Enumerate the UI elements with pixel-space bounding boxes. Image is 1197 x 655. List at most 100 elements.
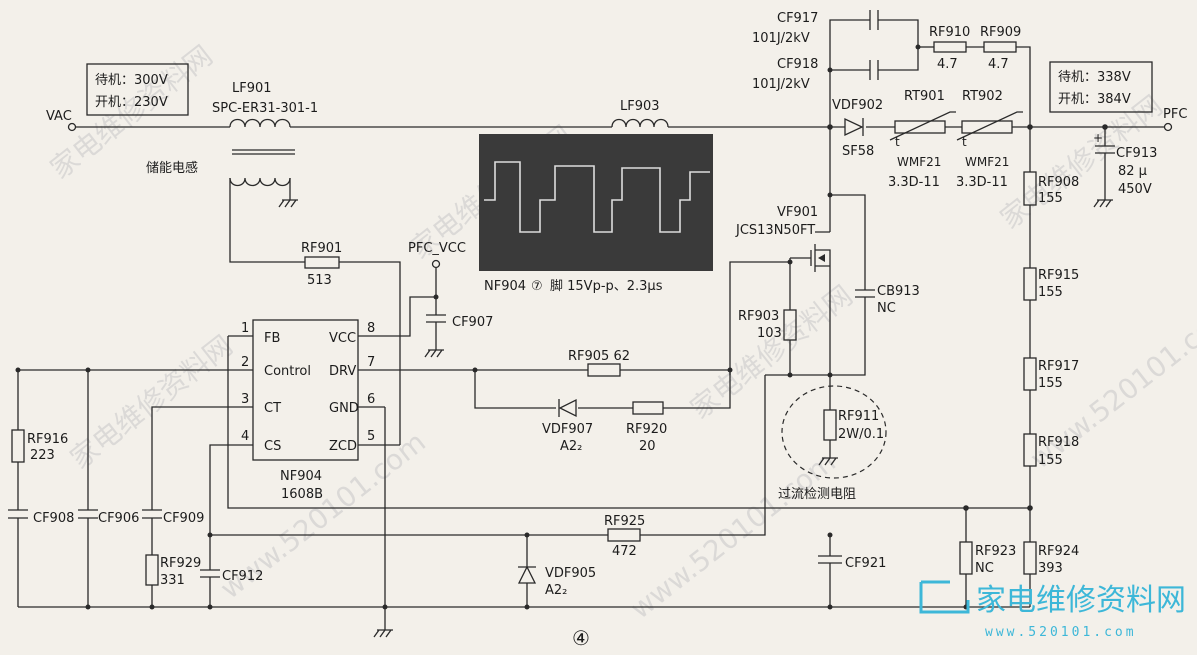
ic-part: 1608B bbox=[281, 487, 323, 502]
rt901-ref: RT901 bbox=[904, 89, 945, 104]
figure-number: ④ bbox=[572, 626, 590, 650]
rf916-ref: RF916 bbox=[27, 432, 68, 447]
rf917-value: 155 bbox=[1038, 376, 1063, 391]
cf909-ref: CF909 bbox=[163, 511, 204, 526]
vdf905-ref: VDF905 bbox=[545, 566, 596, 581]
cf921-ref: CF921 bbox=[845, 556, 886, 571]
cf913-ref: CF913 bbox=[1116, 146, 1157, 161]
cb913-capacitor: CB913 NC bbox=[830, 284, 920, 376]
rf908-value: 155 bbox=[1038, 191, 1063, 206]
left-voltage-box: 待机：300V 开机：230V bbox=[86, 63, 189, 116]
gate-drive-network: RF905 62 VDF907 A2₂ RF920 20 bbox=[470, 349, 733, 454]
ic-pin-name: FB bbox=[264, 331, 280, 346]
rt901-value2: 3.3D-11 bbox=[888, 175, 940, 190]
rf920-ref: RF920 bbox=[626, 422, 667, 437]
vdf902-ref: VDF902 bbox=[832, 98, 883, 113]
rf903-ref: RF903 bbox=[738, 309, 779, 324]
rf909-value: 4.7 bbox=[988, 57, 1009, 72]
ic-pin-num: 5 bbox=[367, 429, 375, 444]
cf913-value: 82 μ bbox=[1118, 164, 1147, 179]
rt902-value: WMF21 bbox=[965, 155, 1009, 169]
ic-pin-name: CS bbox=[264, 439, 281, 454]
rf918-ref: RF918 bbox=[1038, 435, 1079, 450]
cf917-ref: CF917 bbox=[777, 11, 818, 26]
vf901-value: JCS13N50FT bbox=[735, 223, 815, 238]
rf911-sense-resistor: RF911 2W/0.1 过流检测电阻 bbox=[765, 374, 887, 502]
watermark-text: 家电维修资料网 bbox=[994, 89, 1169, 236]
ic-pin-name: VCC bbox=[329, 331, 356, 346]
ic-pin-num: 8 bbox=[367, 321, 375, 336]
left-box-standby: 待机：300V bbox=[95, 73, 168, 88]
ic-pin-name: CT bbox=[264, 401, 281, 416]
cf907-ref: CF907 bbox=[452, 315, 493, 330]
svg-text:+: + bbox=[1093, 131, 1103, 145]
rf924-ref: RF924 bbox=[1038, 544, 1079, 559]
storage-inductor-label: 储能电感 bbox=[146, 160, 198, 176]
rf925-value: 472 bbox=[612, 544, 637, 559]
top-rail: VAC PFC bbox=[46, 107, 1187, 132]
lf901-ref: LF901 bbox=[232, 81, 272, 96]
lf901-inductor: LF901 SPC-ER31-301-1 储能电感 bbox=[146, 81, 318, 263]
rf901-resistor: RF901 513 bbox=[301, 241, 401, 445]
rf923-resistor: RF923 NC bbox=[959, 505, 1016, 607]
scope-caption-ref: NF904 bbox=[484, 279, 526, 294]
rf917-ref: RF917 bbox=[1038, 359, 1079, 374]
rf915-value: 155 bbox=[1038, 285, 1063, 300]
vdf902-value: SF58 bbox=[842, 144, 874, 159]
ic-pin-num: 1 bbox=[241, 321, 249, 336]
scope-caption-rest: 脚 15Vp-p、2.3μs bbox=[550, 278, 663, 294]
svg-text:t: t bbox=[895, 135, 900, 149]
ic-pin-name: DRV bbox=[329, 364, 356, 379]
ic-pin-num: 2 bbox=[241, 355, 249, 370]
rf911-ref: RF911 bbox=[838, 409, 879, 424]
rt902-thermistor: t RT902 WMF21 3.3D-11 bbox=[956, 89, 1023, 190]
vf901-mosfet: VF901 JCS13N50FT bbox=[729, 127, 866, 375]
vdf907-ref: VDF907 bbox=[542, 422, 593, 437]
right-voltage-box: 待机：338V 开机：384V bbox=[1049, 61, 1153, 113]
rf916-value: 223 bbox=[30, 448, 55, 463]
compensation-network: RF916 223 CF908 CF906 CF909 RF929 331 CF… bbox=[8, 367, 263, 607]
rf924-value: 393 bbox=[1038, 561, 1063, 576]
rf908-ref: RF908 bbox=[1038, 175, 1079, 190]
rf910-value: 4.7 bbox=[937, 57, 958, 72]
rf910-ref: RF910 bbox=[929, 25, 970, 40]
cf913-value2: 450V bbox=[1118, 182, 1152, 197]
ic-pin-name: GND bbox=[329, 401, 359, 416]
feedback-divider: RF908 155 RF915 155 RF917 155 RF918 155 … bbox=[1023, 127, 1079, 607]
vac-label: VAC bbox=[46, 109, 72, 124]
rf909-ref: RF909 bbox=[980, 25, 1021, 40]
cb913-ref: CB913 bbox=[877, 284, 920, 299]
ic-pin-num: 4 bbox=[241, 429, 249, 444]
oscilloscope-image: NF904 ⑦ 脚 15Vp-p、2.3μs bbox=[479, 134, 713, 294]
rf923-ref: RF923 bbox=[975, 544, 1016, 559]
rf925-ref: RF925 bbox=[604, 514, 645, 529]
pfc-vcc-label: PFC_VCC bbox=[408, 241, 466, 256]
rt901-value: WMF21 bbox=[897, 155, 941, 169]
lf903-ref: LF903 bbox=[620, 99, 660, 114]
scope-caption-pin: ⑦ bbox=[531, 279, 543, 294]
rf901-value: 513 bbox=[307, 273, 332, 288]
svg-text:t: t bbox=[962, 135, 967, 149]
logo-url: www.520101.com bbox=[985, 625, 1137, 640]
cb913-value: NC bbox=[877, 301, 896, 316]
ic-pin-num: 3 bbox=[241, 392, 249, 407]
rt902-ref: RT902 bbox=[962, 89, 1003, 104]
ic-pin-num: 6 bbox=[367, 392, 375, 407]
vdf902-diode: VDF902 SF58 bbox=[832, 98, 883, 159]
rf920-value: 20 bbox=[639, 439, 656, 454]
pfc-vcc-node: PFC_VCC CF907 bbox=[400, 241, 493, 358]
pfc-out-label: PFC bbox=[1163, 107, 1187, 122]
cf912-ref: CF912 bbox=[222, 569, 263, 584]
site-logo: 家电维修资料网 www.520101.com bbox=[919, 580, 1186, 640]
snubber-network: CF917 101J/2kV CF918 101J/2kV RF910 4.7 … bbox=[752, 10, 1031, 127]
left-box-on: 开机：230V bbox=[95, 95, 168, 110]
rf905-ref: RF905 62 bbox=[568, 349, 630, 364]
cf906-ref: CF906 bbox=[98, 511, 139, 526]
vdf907-value: A2₂ bbox=[560, 439, 582, 454]
ic-pin-num: 7 bbox=[367, 355, 375, 370]
vf901-ref: VF901 bbox=[777, 205, 818, 220]
current-sense-line: RF925 472 VDF905 A2₂ bbox=[207, 336, 1030, 607]
ground-bus bbox=[18, 407, 1030, 638]
rf911-value: 2W/0.1 bbox=[838, 427, 884, 442]
